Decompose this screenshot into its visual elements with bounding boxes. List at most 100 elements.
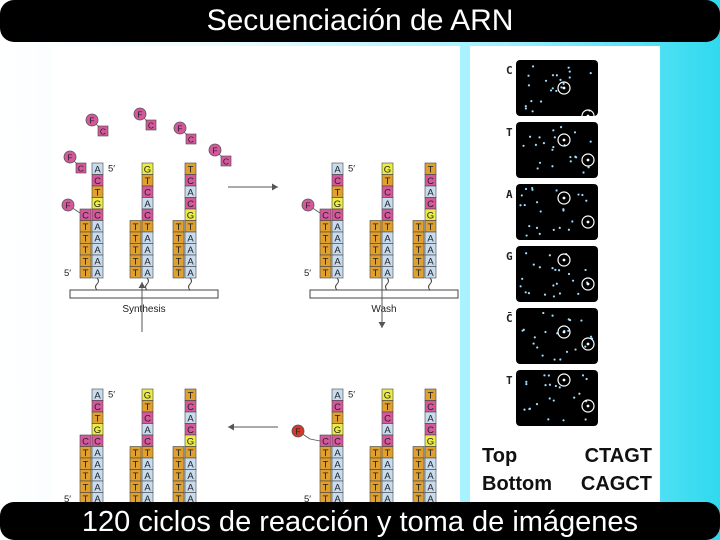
gel-spot bbox=[559, 358, 562, 361]
base-letter: T bbox=[145, 448, 151, 459]
gel-spot bbox=[555, 74, 558, 77]
base-letter: C bbox=[187, 199, 194, 210]
gel-spot bbox=[581, 193, 584, 197]
base-letter: A bbox=[94, 268, 101, 279]
gel-spot bbox=[543, 293, 547, 296]
gel-spot bbox=[534, 143, 538, 146]
base-letter: T bbox=[416, 222, 422, 233]
gel-spot bbox=[577, 193, 580, 196]
five-prime-bottom: 5′ bbox=[64, 494, 71, 502]
gel-highlight-circle bbox=[581, 153, 595, 167]
arrow-down-head bbox=[378, 322, 386, 328]
gel-spot bbox=[560, 86, 563, 89]
gel-spot bbox=[535, 226, 539, 229]
gel-highlight-circle bbox=[581, 399, 595, 413]
gel-spot bbox=[525, 380, 528, 383]
fluorophore-label: F bbox=[65, 201, 70, 211]
fluorophore-icon bbox=[63, 150, 77, 164]
base-box bbox=[91, 492, 104, 502]
panel-label: Synthesis bbox=[122, 304, 165, 315]
gel-spot bbox=[527, 84, 531, 87]
gel-spot bbox=[573, 131, 577, 134]
base-letter: A bbox=[334, 483, 341, 494]
gel-spot bbox=[524, 105, 527, 108]
gel-highlight-dot bbox=[586, 158, 590, 162]
gel-spot bbox=[542, 142, 546, 145]
five-prime-top: 5′ bbox=[108, 390, 115, 401]
gel-highlight-circle bbox=[557, 133, 571, 147]
gel-spot bbox=[551, 267, 554, 270]
fluorophore-icon bbox=[85, 113, 99, 127]
base-letter: T bbox=[373, 257, 379, 268]
base-letter: A bbox=[144, 234, 151, 245]
gel-spot bbox=[519, 285, 522, 288]
free-nucleotide-letter: C bbox=[100, 127, 106, 137]
base-letter: G bbox=[187, 437, 194, 448]
base-letter: C bbox=[427, 402, 434, 413]
base-letter: A bbox=[94, 483, 101, 494]
five-prime-bottom: 5′ bbox=[304, 494, 311, 502]
surface-bar bbox=[69, 289, 219, 299]
base-letter: T bbox=[83, 268, 89, 279]
gel-spot bbox=[525, 383, 528, 386]
gel-spot bbox=[528, 135, 532, 138]
gel-image-frame bbox=[516, 60, 598, 116]
base-letter: A bbox=[427, 460, 434, 471]
base-letter: C bbox=[427, 199, 434, 210]
gel-spot bbox=[585, 377, 588, 381]
gel-spot bbox=[535, 403, 539, 406]
gel-spot bbox=[524, 291, 527, 294]
gel-highlight-dot bbox=[586, 220, 590, 224]
gel-spot bbox=[568, 70, 571, 73]
gel-highlight-dot bbox=[586, 342, 590, 346]
base-letter: T bbox=[416, 245, 422, 256]
panel-wash: ACTGCAAAAAGTCACTAAAATCACGTAAAACTTTTTTTTT… bbox=[301, 162, 459, 315]
base-letter: C bbox=[322, 437, 329, 448]
gel-highlight-dot bbox=[562, 330, 566, 334]
gel-highlight-dot bbox=[586, 114, 590, 118]
five-prime-top: 5′ bbox=[348, 390, 355, 401]
surface-bar bbox=[309, 289, 459, 299]
base-letter: T bbox=[83, 483, 89, 494]
gel-spot bbox=[552, 145, 555, 149]
base-letter: A bbox=[144, 471, 151, 482]
gel-highlight-circle bbox=[581, 277, 595, 291]
free-nucleotide-letter: C bbox=[78, 164, 84, 174]
fluorophore-icon bbox=[61, 198, 75, 212]
gel-spot bbox=[558, 292, 562, 295]
gel-spot bbox=[532, 342, 535, 345]
base-letter: C bbox=[144, 211, 151, 222]
base-letter: T bbox=[323, 257, 329, 268]
gel-spot bbox=[538, 266, 541, 269]
gel-highlight-circle bbox=[557, 373, 571, 387]
free-nucleotide bbox=[220, 155, 232, 167]
base-letter: A bbox=[144, 494, 151, 502]
gel-spot bbox=[568, 318, 572, 322]
base-letter: G bbox=[144, 391, 151, 402]
legend-name: Bottom bbox=[482, 473, 552, 495]
base-box bbox=[184, 492, 197, 502]
base-box bbox=[412, 492, 425, 502]
base-letter: A bbox=[94, 460, 101, 471]
base-letter: T bbox=[133, 471, 139, 482]
base-letter: C bbox=[82, 437, 89, 448]
base-letter: T bbox=[83, 234, 89, 245]
base-letter: T bbox=[176, 234, 182, 245]
gel-spot bbox=[551, 148, 554, 151]
base-letter: A bbox=[427, 268, 434, 279]
base-letter: T bbox=[335, 414, 341, 425]
base-letter: T bbox=[373, 245, 379, 256]
legend-name: Top bbox=[482, 445, 517, 467]
gel-highlight-dot bbox=[562, 378, 566, 382]
gel-spot bbox=[557, 269, 561, 272]
legend-sequence: CAGCT bbox=[581, 473, 652, 495]
gel-highlight-dot bbox=[562, 196, 566, 200]
gel-spot bbox=[547, 418, 550, 421]
base-letter: T bbox=[176, 222, 182, 233]
base-letter: T bbox=[133, 483, 139, 494]
base-box bbox=[172, 266, 185, 279]
gel-spot bbox=[584, 268, 587, 272]
base-letter: T bbox=[176, 268, 182, 279]
gel-spot bbox=[539, 100, 543, 103]
